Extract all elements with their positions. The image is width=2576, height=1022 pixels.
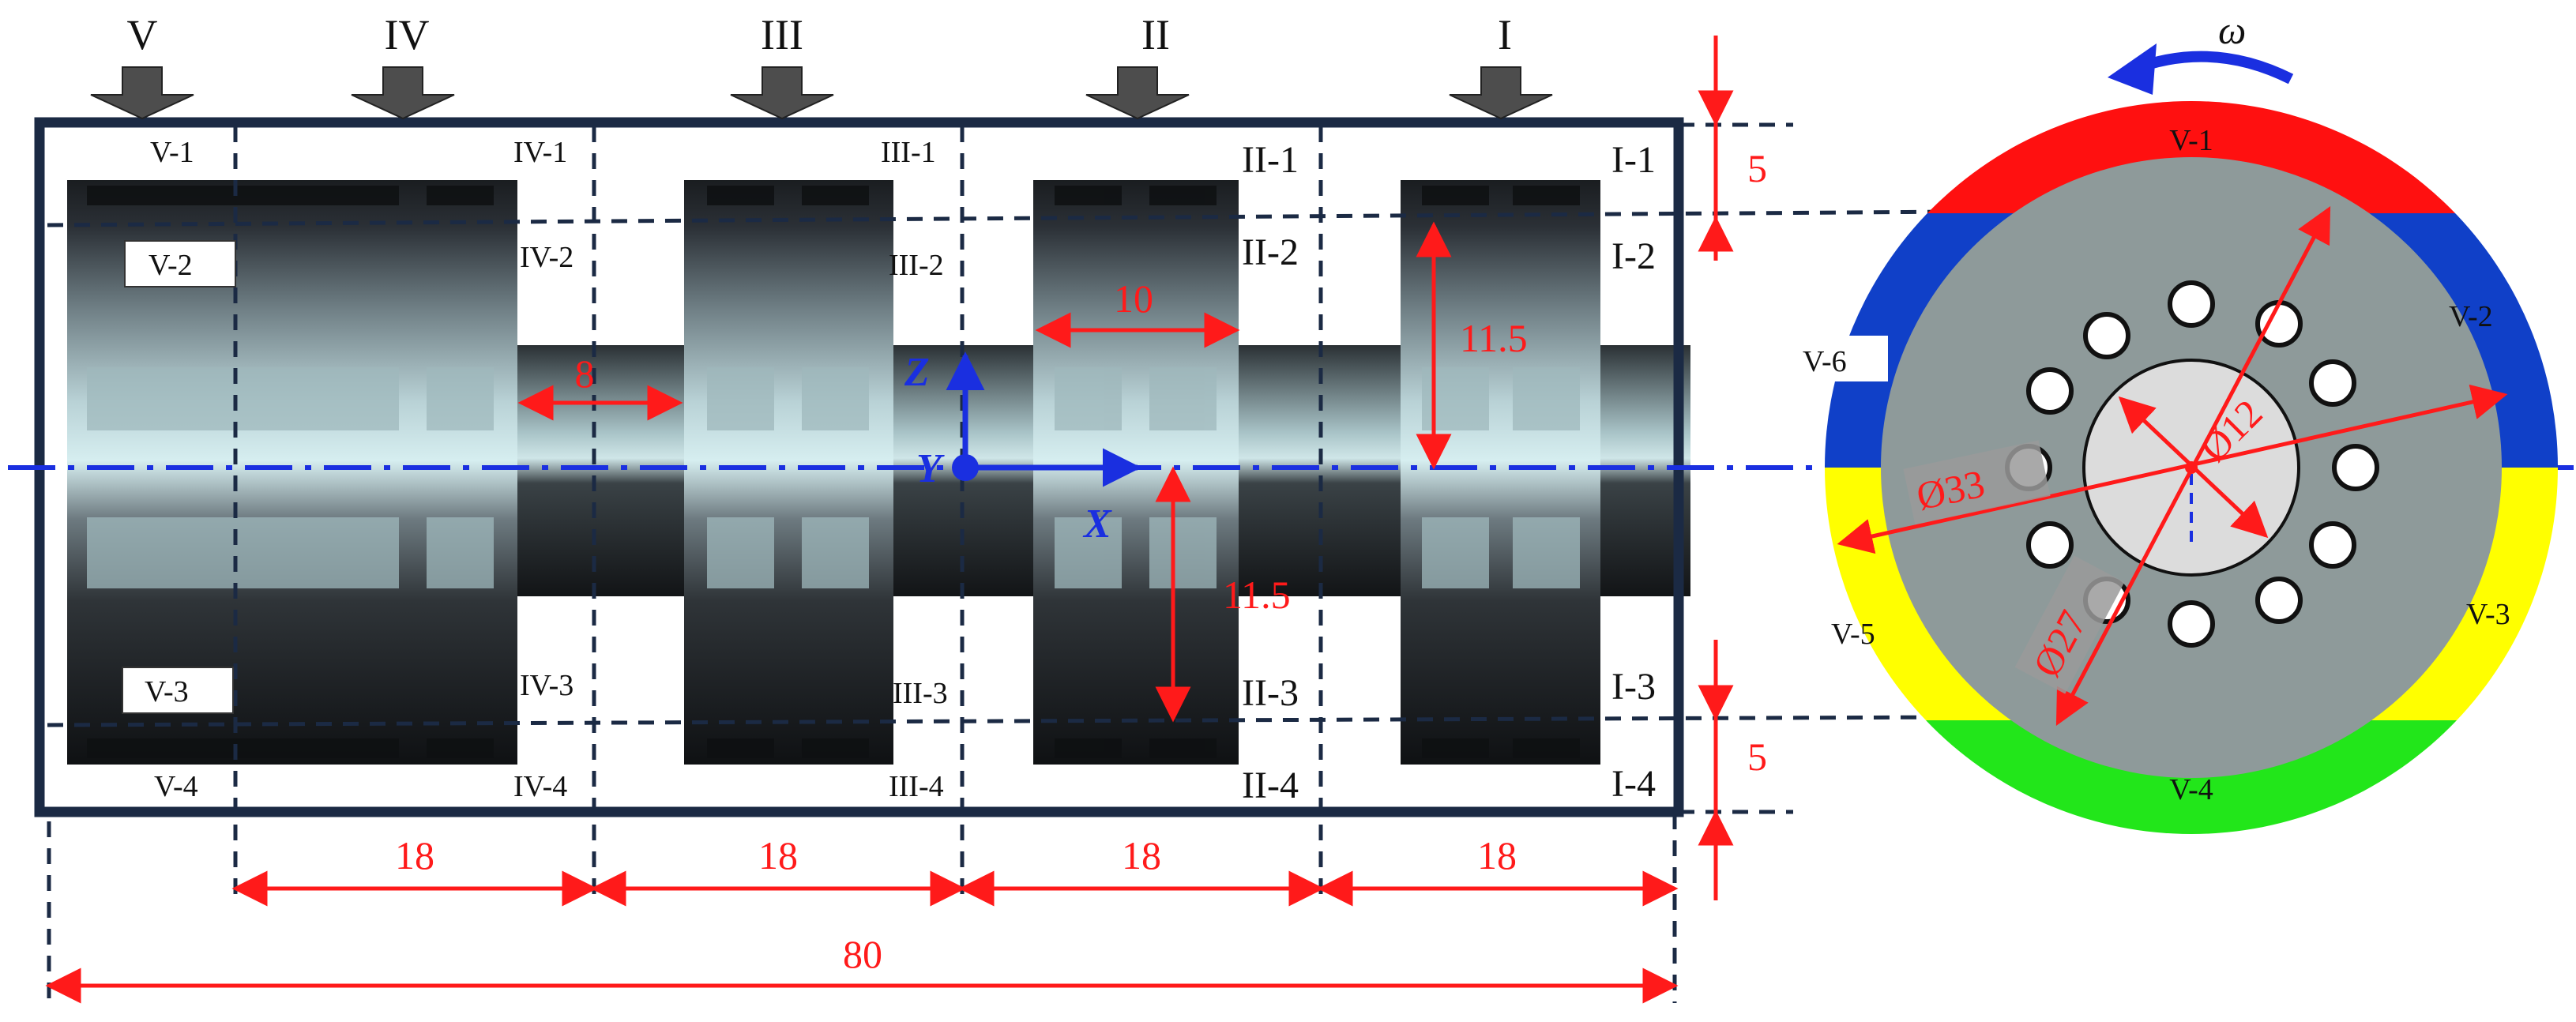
roller-I	[1401, 180, 1600, 765]
rotation-arrowhead	[2108, 43, 2157, 95]
roller-III	[684, 180, 893, 765]
rotation-arrow	[2130, 51, 2294, 85]
load-label-III: III	[761, 11, 803, 58]
sector-label-V-5: V-5	[1831, 618, 1875, 651]
coordinate-axes: Z Y X	[904, 350, 1141, 547]
load-label-II: II	[1141, 11, 1170, 58]
load-arrow-II	[1085, 66, 1190, 120]
load-arrow-IV	[351, 66, 455, 120]
dim-18-d-text: 18	[1477, 833, 1517, 877]
load-label-IV: IV	[385, 11, 430, 58]
roller-II	[1033, 180, 1239, 765]
label-II-3: II-3	[1242, 672, 1299, 714]
label-III-3: III-3	[893, 677, 948, 710]
dim-10-text: 10	[1114, 276, 1153, 321]
label-IV-3: IV-3	[520, 669, 573, 702]
load-label-V: V	[127, 11, 158, 58]
dim-18-c-text: 18	[1122, 833, 1161, 877]
dim-11-5-upper-text: 11.5	[1460, 316, 1528, 360]
dia-27-box	[2014, 555, 2125, 694]
y-axis-origin	[952, 454, 979, 481]
label-I-4: I-4	[1611, 763, 1656, 805]
sector-label-V-1: V-1	[2169, 124, 2213, 157]
load-arrow-III	[730, 66, 834, 120]
label-II-4: II-4	[1242, 765, 1299, 806]
dimensions-left	[45, 36, 1734, 1004]
dia-33-box	[1903, 440, 2051, 525]
load-label-I: I	[1498, 11, 1512, 58]
dim-11-5-lower-text: 11.5	[1223, 573, 1291, 617]
dim-8-text: 8	[575, 351, 595, 396]
label-box-V-3	[122, 667, 234, 714]
label-I-2: I-2	[1611, 235, 1656, 277]
dim-5-top-text: 5	[1747, 146, 1767, 190]
rotation-symbol: ω	[2218, 8, 2246, 52]
label-I-1: I-1	[1611, 139, 1656, 181]
section-lines-vertical	[47, 126, 1677, 1003]
section-lines-horizontal	[47, 122, 1960, 814]
label-II-1: II-1	[1242, 139, 1299, 181]
label-III-2: III-2	[889, 249, 944, 282]
label-III-4: III-4	[889, 770, 944, 803]
label-V-2: V-2	[149, 249, 193, 282]
y-axis-label: Y	[916, 446, 945, 491]
disk-dimension-lines	[1837, 206, 2508, 726]
dim-80-text: 80	[843, 932, 882, 976]
dim-5-bottom-text: 5	[1747, 735, 1767, 779]
label-IV-1: IV-1	[513, 136, 567, 169]
z-axis-label: Z	[904, 350, 930, 395]
label-V-4: V-4	[154, 770, 198, 803]
label-I-3: I-3	[1611, 666, 1656, 708]
disk-section: V-1 V-2 V-3 V-4 V-5 V-6 ω Ø33 Ø27 Ø12	[1801, 8, 2558, 834]
dim-18-b-text: 18	[758, 833, 798, 877]
roller-slots	[87, 186, 1580, 758]
load-arrow-I	[1449, 66, 1553, 120]
sector-labels: V-1 V-2 V-3 V-4 V-5 V-6	[1803, 124, 2510, 806]
sector-label-V-4: V-4	[2169, 773, 2213, 806]
label-box-V-2	[124, 240, 236, 287]
label-V-1: V-1	[150, 136, 194, 169]
label-IV-2: IV-2	[520, 241, 573, 274]
label-IV-4: IV-4	[513, 770, 567, 803]
sector-label-V-6: V-6	[1803, 345, 1847, 378]
label-box-V-6	[1801, 336, 1888, 381]
label-II-2: II-2	[1242, 231, 1299, 273]
sector-label-V-2: V-2	[2449, 300, 2493, 333]
label-V-3: V-3	[145, 675, 189, 708]
dim-18-a-text: 18	[395, 833, 434, 877]
sector-label-V-3: V-3	[2466, 598, 2510, 631]
x-axis-label: X	[1082, 502, 1112, 547]
dia-12-line	[2118, 396, 2269, 539]
label-III-1: III-1	[881, 136, 936, 169]
roller-windows	[87, 367, 1580, 588]
load-arrow-V	[90, 66, 194, 120]
roll-assembly	[67, 180, 1690, 765]
dimension-texts-left: 8 10 11.5 11.5 18 18 18 18 80 5 5	[395, 146, 1767, 976]
section-labels: V-1 V-2 V-3 V-4 IV-1 IV-2 IV-3 IV-4 III-…	[122, 136, 1656, 806]
load-arrows	[90, 66, 1553, 120]
